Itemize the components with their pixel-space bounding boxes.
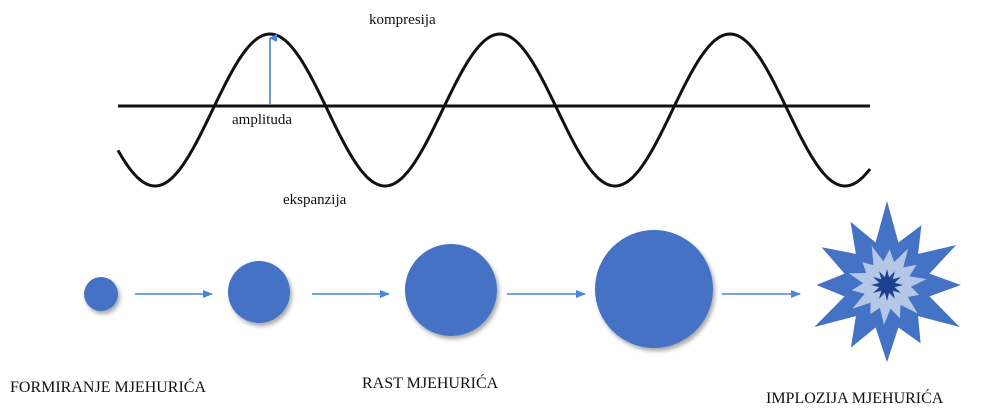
sound-wave-curve <box>116 32 872 188</box>
compression-label: kompresija <box>369 12 436 28</box>
bubble-formation-small <box>84 277 118 311</box>
expansion-label: ekspanzija <box>283 192 347 208</box>
bubble-max-size <box>595 230 713 348</box>
bubble-stages-section: FORMIRANJE MJEHURIĆA RAST MJEHURIĆA IMPL… <box>10 201 961 407</box>
growth-stage-label: RAST MJEHURIĆA <box>362 373 499 392</box>
sound-wave-section: kompresija amplituda ekspanzija <box>116 12 872 208</box>
burst-inner-shape <box>871 269 903 301</box>
implosion-stage-label: IMPLOZIJA MJEHURIĆA <box>766 388 944 407</box>
formation-stage-label: FORMIRANJE MJEHURIĆA <box>10 377 206 396</box>
bubble-growth-medium <box>228 261 290 323</box>
bubble-implosion-burst-icon <box>814 201 961 363</box>
amplitude-label: amplituda <box>232 112 292 128</box>
bubble-growth-large <box>405 244 497 336</box>
